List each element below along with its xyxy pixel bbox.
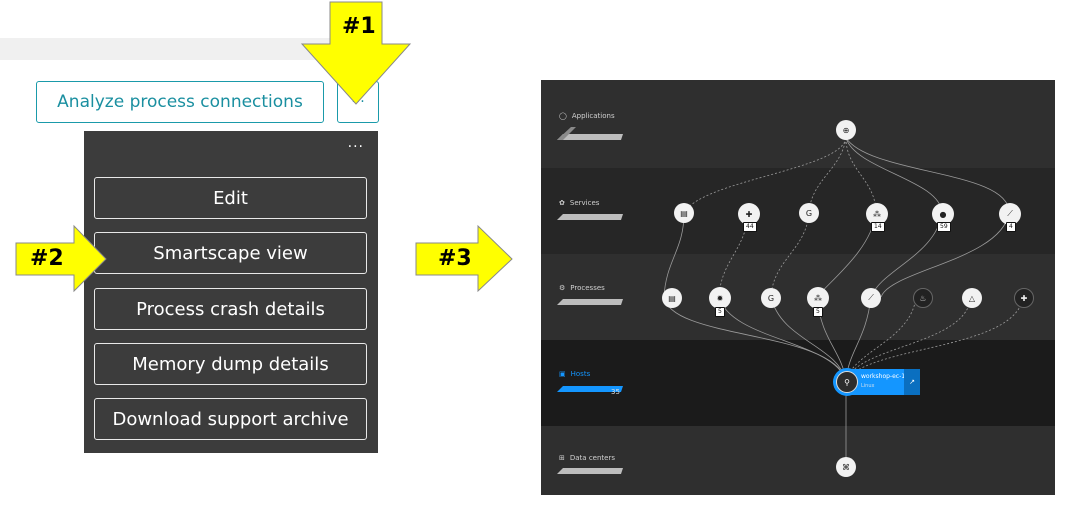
process-node-cluster-icon[interactable]: ⁂ [807, 287, 829, 309]
layer-band-applications [541, 80, 1055, 168]
service-node-web-icon[interactable]: ✚ [738, 203, 760, 225]
actions-menu: ··· Edit Smartscape view Process crash d… [84, 131, 378, 453]
host-node-linux-icon[interactable]: ⚲ [836, 371, 858, 393]
datacenter-node-icon[interactable]: ⌘ [836, 457, 856, 477]
layer-label-data-centers[interactable]: ⊞Data centers [559, 454, 615, 462]
process-node-plus-icon[interactable]: ✚ [1014, 288, 1034, 308]
process-node-java-icon[interactable]: ♨ [913, 288, 933, 308]
hosts-count: 35 [611, 388, 620, 396]
process-node-database-icon[interactable]: ▤ [662, 288, 682, 308]
host-name: workshop-ec-1 [861, 373, 906, 380]
menu-item-memory-dump-details[interactable]: Memory dump details [94, 343, 367, 385]
processes-icon: ⚙ [559, 284, 566, 292]
application-node-globe-icon[interactable]: ⊕ [836, 120, 856, 140]
layer-bar-processes [557, 299, 623, 305]
process-node-flask-icon[interactable]: △ [962, 288, 982, 308]
layer-bar-data-centers [557, 468, 623, 474]
menu-item-process-crash-details[interactable]: Process crash details [94, 288, 367, 330]
menu-item-edit[interactable]: Edit [94, 177, 367, 219]
process-node-gear-icon[interactable]: ✹ [709, 287, 731, 309]
external-link-icon[interactable]: ↗ [904, 369, 920, 395]
layer-bar-services [557, 214, 623, 220]
service-badge: 59 [937, 222, 951, 232]
callout-1-arrow [300, 1, 412, 105]
process-badge: 5 [813, 307, 823, 317]
hosts-icon: ▣ [559, 370, 566, 378]
callout-3-label: #3 [438, 246, 472, 271]
layer-bar-applications [557, 134, 623, 140]
service-node-feather-icon[interactable]: ⟋ [999, 203, 1021, 225]
connection-lines [557, 127, 1024, 474]
callout-2-label: #2 [30, 246, 64, 271]
process-node-feather-icon[interactable]: ⟋ [861, 288, 881, 308]
host-os: Linux [861, 383, 875, 389]
callout-3-arrow [415, 224, 513, 293]
data-centers-icon: ⊞ [559, 454, 565, 462]
service-badge: 4 [1006, 222, 1016, 232]
layer-band-data-centers [541, 426, 1055, 495]
services-gear-icon: ✿ [559, 199, 565, 207]
callout-2-arrow [15, 224, 107, 293]
layer-bar-applications-tail [557, 127, 576, 140]
layer-band-services [541, 168, 1055, 254]
layer-band-hosts [541, 340, 1055, 426]
layer-label-hosts[interactable]: ▣Hosts [559, 370, 591, 378]
service-badge: 14 [871, 222, 885, 232]
layer-label-applications[interactable]: ◯Applications [559, 112, 615, 120]
layer-bars [557, 127, 623, 474]
layer-label-processes[interactable]: ⚙Processes [559, 284, 605, 292]
process-badge: 5 [715, 307, 725, 317]
analyze-process-connections-button[interactable]: Analyze process connections [36, 81, 324, 123]
layer-bar-hosts [557, 386, 623, 392]
menu-item-download-support-archive[interactable]: Download support archive [94, 398, 367, 440]
top-bar [0, 38, 380, 60]
service-badge: 44 [743, 222, 757, 232]
menu-item-smartscape-view[interactable]: Smartscape view [94, 232, 367, 274]
layer-label-services[interactable]: ✿Services [559, 199, 600, 207]
process-node-refresh-icon[interactable]: G [761, 288, 781, 308]
menu-more-icon[interactable]: ··· [347, 139, 364, 155]
service-node-cluster-icon[interactable]: ⁂ [866, 203, 888, 225]
smartscape-view: ◯Applications ✿Services ⚙Processes ▣Host… [541, 80, 1055, 495]
service-node-refresh-icon[interactable]: G [799, 203, 819, 223]
applications-icon: ◯ [559, 112, 567, 120]
callout-1-label: #1 [342, 14, 376, 39]
service-node-database-icon[interactable]: ▤ [674, 203, 694, 223]
service-node-info-icon[interactable]: ● [932, 203, 954, 225]
